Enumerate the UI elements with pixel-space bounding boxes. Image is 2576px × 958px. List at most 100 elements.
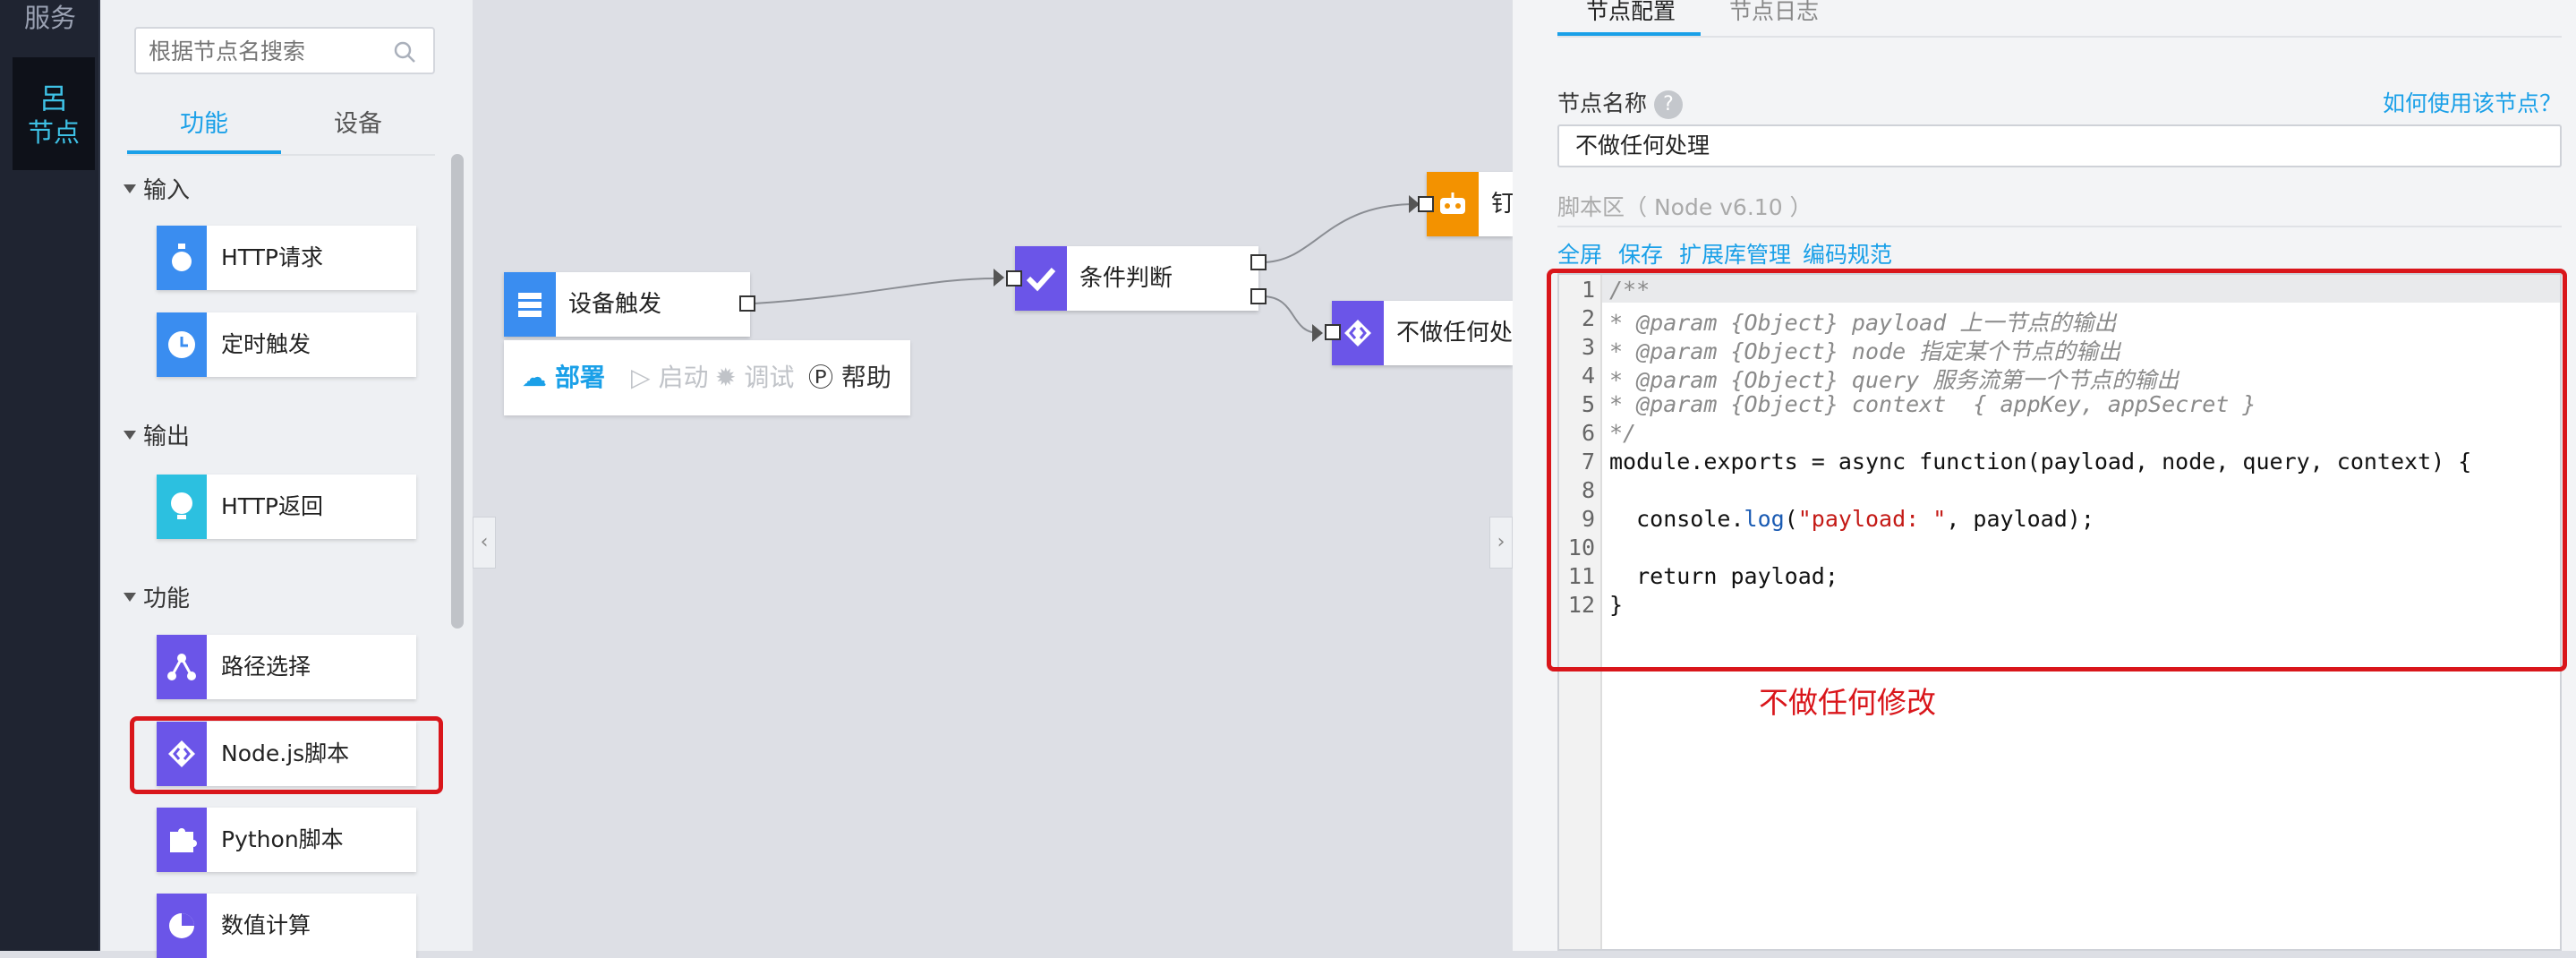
flow-canvas[interactable]: ‹ › — [473, 0, 1513, 951]
help-question-icon[interactable]: ? — [1654, 90, 1684, 119]
debug-button[interactable]: ✹ 调试 — [715, 340, 794, 415]
tab-node-config[interactable]: 节点配置 — [1586, 0, 1676, 24]
flow-node-dingtalk[interactable]: 钉 — [1427, 172, 1513, 236]
code-brackets-icon — [157, 722, 207, 786]
line-number: 5 — [1581, 391, 1595, 417]
start-label: 启动 — [658, 363, 709, 392]
nav-item-services[interactable]: 服务 — [23, 3, 76, 33]
node-search-input[interactable] — [149, 37, 381, 65]
line-number: 11 — [1567, 563, 1595, 589]
collapse-triangle-icon — [124, 184, 136, 193]
help-button[interactable]: Ⓟ 帮助 — [808, 340, 891, 415]
line-number-gutter: 1 2 3 4 5 6 7 8 9 10 11 12 — [1559, 275, 1602, 949]
node-toolbar: ☁ 部署 ▷ 启动 ✹ 调试 Ⓟ 帮助 — [504, 340, 910, 415]
section-output[interactable]: 输出 — [124, 418, 190, 451]
coding-standards-link[interactable]: 编码规范 — [1803, 242, 1893, 268]
deploy-label: 部署 — [554, 363, 605, 392]
route-split-icon — [157, 635, 207, 699]
connection-condition-dingtalk — [1261, 203, 1417, 263]
active-line — [1602, 275, 2560, 303]
connection-trigger-condition — [753, 277, 1002, 304]
component-label: HTTP请求 — [221, 244, 323, 270]
collapse-right-button[interactable]: › — [1489, 517, 1513, 569]
script-area-label: 脚本区（ Node v6.10 ） — [1557, 194, 1813, 220]
code-editor[interactable]: 1 2 3 4 5 6 7 8 9 10 11 12 /** * @param … — [1557, 273, 2562, 951]
output-port-false[interactable] — [1250, 288, 1267, 304]
tab-functions[interactable]: 功能 — [127, 95, 281, 154]
start-button[interactable]: ▷ 启动 — [631, 340, 708, 415]
input-arrow-icon — [994, 269, 1004, 287]
component-label: Python脚本 — [221, 826, 344, 852]
fullscreen-link[interactable]: 全屏 — [1557, 242, 1603, 268]
component-http-response[interactable]: HTTP返回 — [157, 475, 416, 539]
extension-manage-link[interactable]: 扩展库管理 — [1679, 242, 1792, 268]
component-calc[interactable]: 数值计算 — [157, 894, 416, 958]
input-port[interactable] — [1325, 324, 1341, 340]
section-output-label: 输出 — [143, 423, 191, 450]
component-http-request[interactable]: HTTP请求 — [157, 226, 416, 290]
nav-item-nodes[interactable]: 呂 节点 — [13, 57, 95, 170]
line-number: 6 — [1581, 420, 1595, 446]
component-label: 定时触发 — [221, 331, 311, 357]
section-function[interactable]: 功能 — [124, 580, 190, 613]
active-tab-indicator — [1557, 32, 1701, 36]
flow-node-noop[interactable]: 不做任何处理 — [1332, 301, 1513, 365]
tabs-divider — [1557, 36, 2562, 38]
how-to-use-link[interactable]: 如何使用该节点？ — [2382, 90, 2562, 116]
input-port[interactable] — [1418, 196, 1434, 212]
help-label: 帮助 — [840, 363, 891, 392]
checkmark-icon — [1015, 246, 1067, 311]
component-route[interactable]: 路径选择 — [157, 635, 416, 699]
collapse-triangle-icon — [124, 592, 136, 602]
lightbulb-icon — [157, 475, 207, 539]
script-divider — [1557, 226, 2562, 227]
code-line: * @param {Object} payload 上一节点的输出 — [1609, 310, 2117, 336]
component-label: Node.js脚本 — [221, 740, 350, 766]
input-arrow-icon — [1312, 324, 1323, 342]
flow-node-label: 不做任何处理 — [1396, 320, 1513, 346]
section-input[interactable]: 输入 — [124, 172, 190, 205]
tab-node-log[interactable]: 节点日志 — [1729, 0, 1820, 24]
connection-condition-noop — [1261, 295, 1320, 334]
line-number: 4 — [1581, 363, 1595, 389]
flow-node-device-trigger[interactable]: 设备触发 — [504, 272, 750, 337]
output-port-true[interactable] — [1250, 254, 1267, 270]
tab-devices[interactable]: 设备 — [334, 110, 382, 138]
output-port[interactable] — [739, 295, 755, 312]
line-number: 8 — [1581, 477, 1595, 503]
code-line: return payload; — [1609, 563, 1838, 589]
code-line: } — [1609, 592, 1624, 618]
code-line: module.exports = async function(payload,… — [1609, 449, 2472, 475]
code-line: /** — [1609, 277, 1651, 303]
save-link[interactable]: 保存 — [1618, 242, 1664, 268]
component-python-script[interactable]: Python脚本 — [157, 808, 416, 872]
line-number: 3 — [1581, 334, 1595, 360]
input-port[interactable] — [1006, 270, 1022, 287]
component-timer[interactable]: 定时触发 — [157, 312, 416, 377]
left-nav: 服务 呂 节点 — [0, 0, 100, 951]
component-nodejs-script[interactable]: Node.js脚本 — [157, 722, 416, 786]
line-number: 2 — [1581, 305, 1595, 331]
section-function-label: 功能 — [143, 586, 191, 612]
node-name-input[interactable]: 不做任何处理 — [1557, 124, 2562, 167]
pie-chart-icon — [157, 894, 207, 958]
clock-icon — [157, 312, 207, 377]
panel-scrollbar[interactable] — [451, 154, 464, 629]
line-number: 12 — [1567, 592, 1595, 618]
code-line: * @param {Object} context { appKey, appS… — [1609, 391, 2256, 417]
code-line: * @param {Object} query 服务流第一个节点的输出 — [1609, 367, 2179, 393]
deploy-button[interactable]: ☁ 部署 — [522, 340, 605, 415]
panel-tabs: 功能 设备 — [127, 95, 435, 154]
nav-item-nodes-label: 节点 — [27, 117, 80, 148]
section-input-label: 输入 — [143, 177, 191, 204]
puzzle-icon — [157, 808, 207, 872]
search-icon[interactable] — [392, 39, 417, 64]
flow-node-condition[interactable]: 条件判断 — [1015, 246, 1258, 311]
code-line-console-log: console.log("payload: ", payload); — [1609, 506, 2094, 532]
code-line: */ — [1609, 420, 1637, 446]
play-icon: ▷ — [631, 363, 651, 392]
highlight-box-code — [1547, 269, 2567, 671]
collapse-left-button[interactable]: ‹ — [473, 517, 496, 569]
line-number: 10 — [1567, 535, 1595, 560]
node-search-box — [134, 27, 435, 74]
